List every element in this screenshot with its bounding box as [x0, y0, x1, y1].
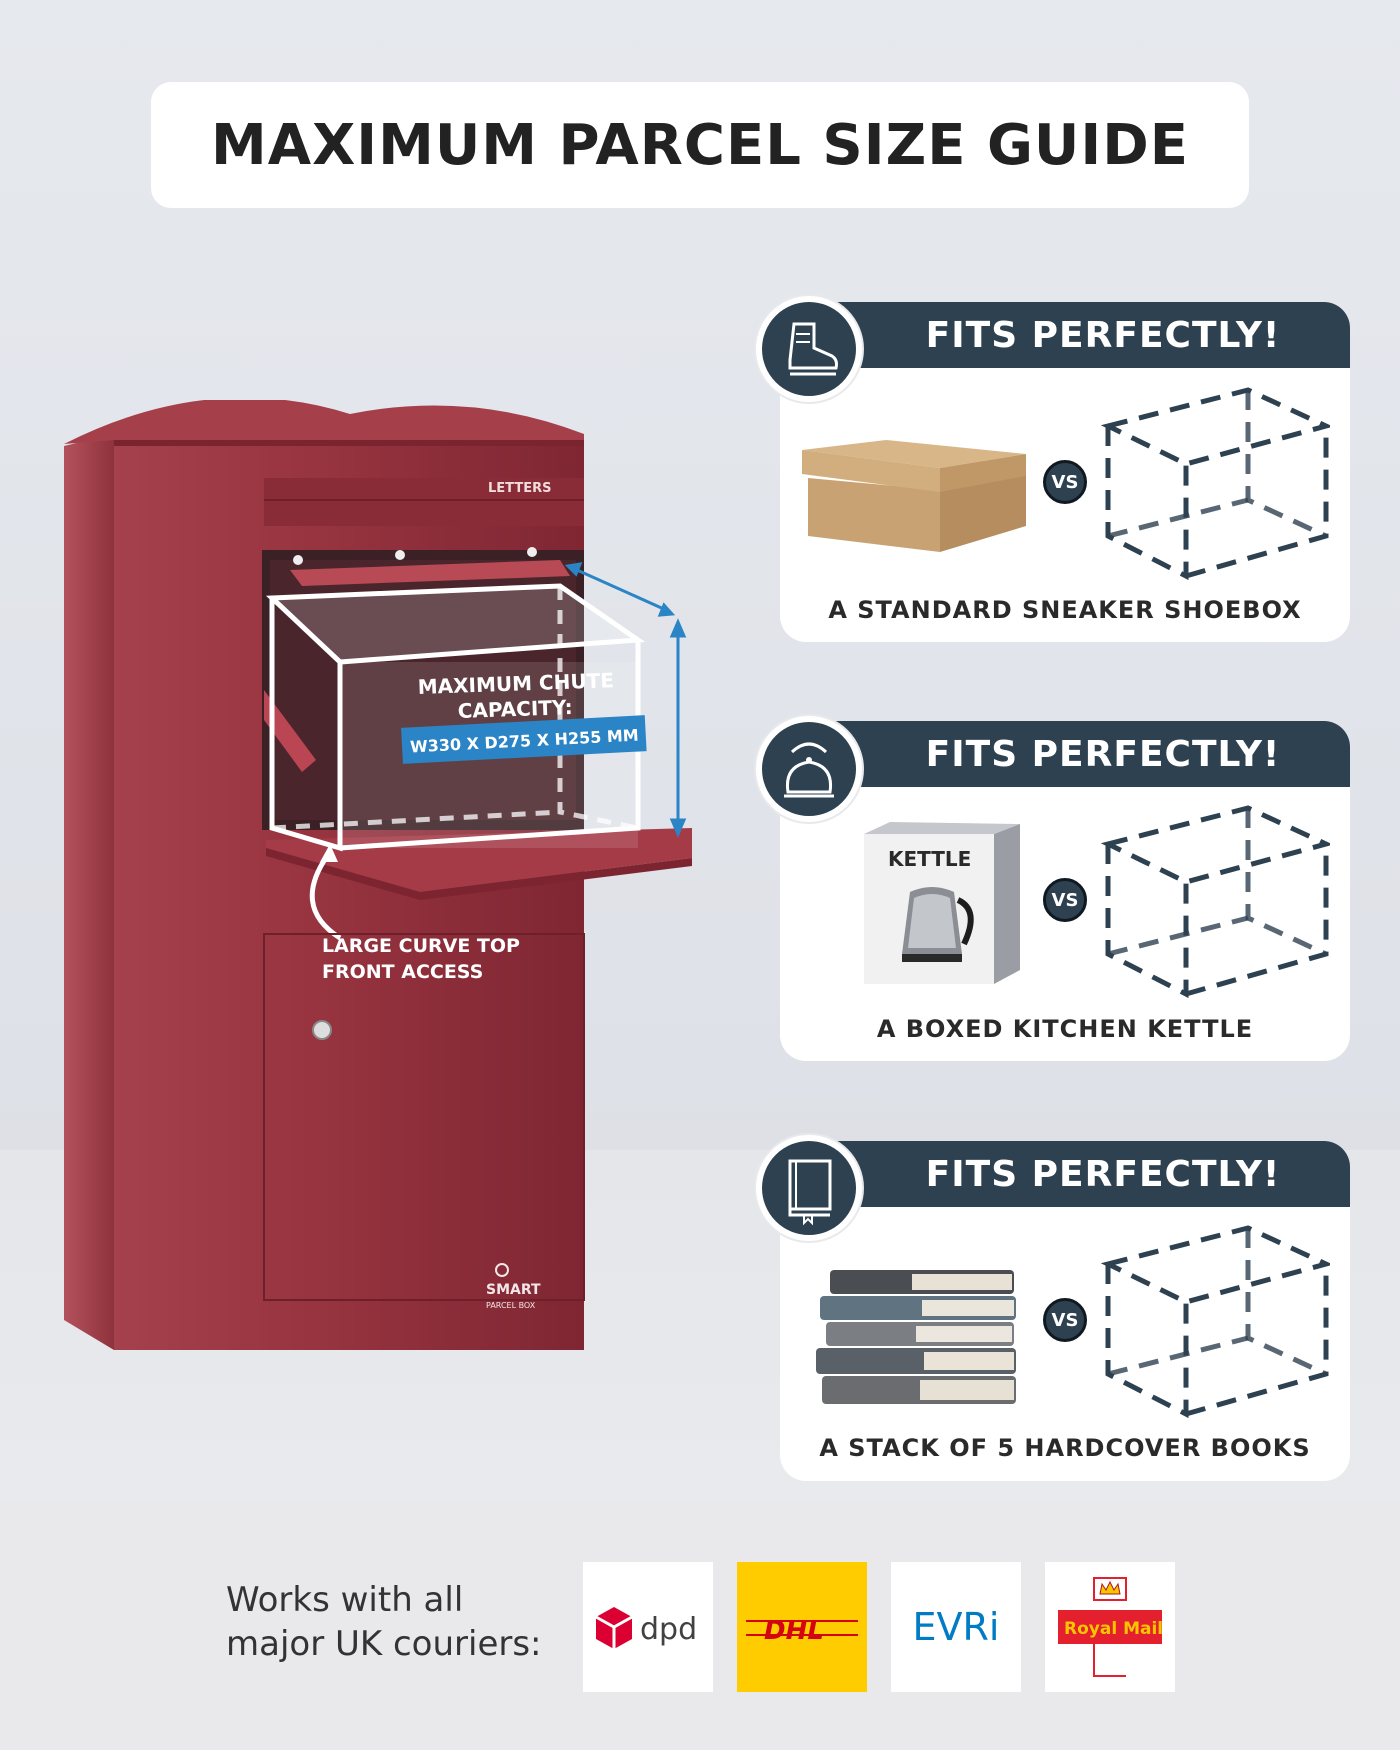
vs-badge: VS: [1043, 878, 1087, 922]
access-label-line2: FRONT ACCESS: [322, 961, 483, 983]
wireframe-cube: [1100, 387, 1330, 581]
books-stack-image: [816, 1270, 1016, 1404]
title-banner: MAXIMUM PARCEL SIZE GUIDE: [151, 82, 1249, 208]
door-lock: [312, 1020, 332, 1040]
letters-slot-panel: [264, 478, 584, 526]
page-title: MAXIMUM PARCEL SIZE GUIDE: [211, 112, 1189, 178]
dhl-logo: DHL: [737, 1562, 867, 1692]
chute-title-line2: CAPACITY:: [457, 695, 573, 723]
card-heading: FITS PERFECTLY!: [925, 733, 1281, 775]
wireframe-cube: [1100, 1225, 1330, 1419]
box-side-panel: [64, 434, 114, 1350]
svg-text:PARCEL BOX: PARCEL BOX: [486, 1301, 536, 1310]
dimension-arrows: [564, 562, 687, 838]
wireframe-cube: [1100, 805, 1330, 999]
vs-badge: VS: [1043, 1298, 1087, 1342]
kettle-icon: [756, 716, 862, 822]
svg-text:dpd: dpd: [640, 1612, 697, 1647]
card-header: FITS PERFECTLY!: [826, 721, 1350, 787]
couriers-line2: major UK couriers:: [226, 1624, 542, 1664]
box-curved-top: [64, 400, 584, 444]
card-heading: FITS PERFECTLY!: [925, 1153, 1281, 1195]
evri-logo-text: EVRi: [912, 1605, 1000, 1649]
card-header: FITS PERFECTLY!: [826, 302, 1350, 368]
card-caption: A BOXED KITCHEN KETTLE: [876, 1015, 1254, 1043]
access-arrow: [309, 850, 342, 941]
letters-label: LETTERS: [488, 481, 551, 496]
access-label-line1: LARGE CURVE TOP: [322, 935, 520, 957]
smart-logo: SMART PARCEL BOX: [486, 1263, 541, 1310]
dpd-logo: dpd: [583, 1562, 713, 1692]
card-header: FITS PERFECTLY!: [826, 1141, 1350, 1207]
boot-icon: [756, 296, 862, 402]
parcel-box-illustration: LETTERS MAXIMUM CHUTE CAPACITY: W330 X D…: [64, 400, 692, 1350]
royal-mail-logo: Royal Mail: [1045, 1562, 1175, 1692]
kettle-box-image: KETTLE: [864, 822, 1020, 984]
vs-badge: VS: [1043, 460, 1087, 504]
shoebox-image: [802, 440, 1026, 552]
lower-door: [263, 933, 585, 1301]
svg-text:SMART: SMART: [486, 1282, 541, 1298]
card-caption: A STACK OF 5 HARDCOVER BOOKS: [819, 1434, 1311, 1462]
book-icon: [756, 1135, 862, 1241]
svg-text:Royal Mail: Royal Mail: [1064, 1619, 1163, 1639]
kettle-box-label: KETTLE: [888, 847, 971, 871]
card-heading: FITS PERFECTLY!: [925, 314, 1281, 356]
card-caption: A STANDARD SNEAKER SHOEBOX: [828, 596, 1302, 624]
couriers-text: Works with all major UK couriers:: [226, 1578, 542, 1666]
capacity-cube: [265, 583, 646, 852]
couriers-line1: Works with all: [226, 1580, 464, 1620]
svg-text:DHL: DHL: [764, 1616, 824, 1646]
evri-logo: EVRi: [891, 1562, 1021, 1692]
